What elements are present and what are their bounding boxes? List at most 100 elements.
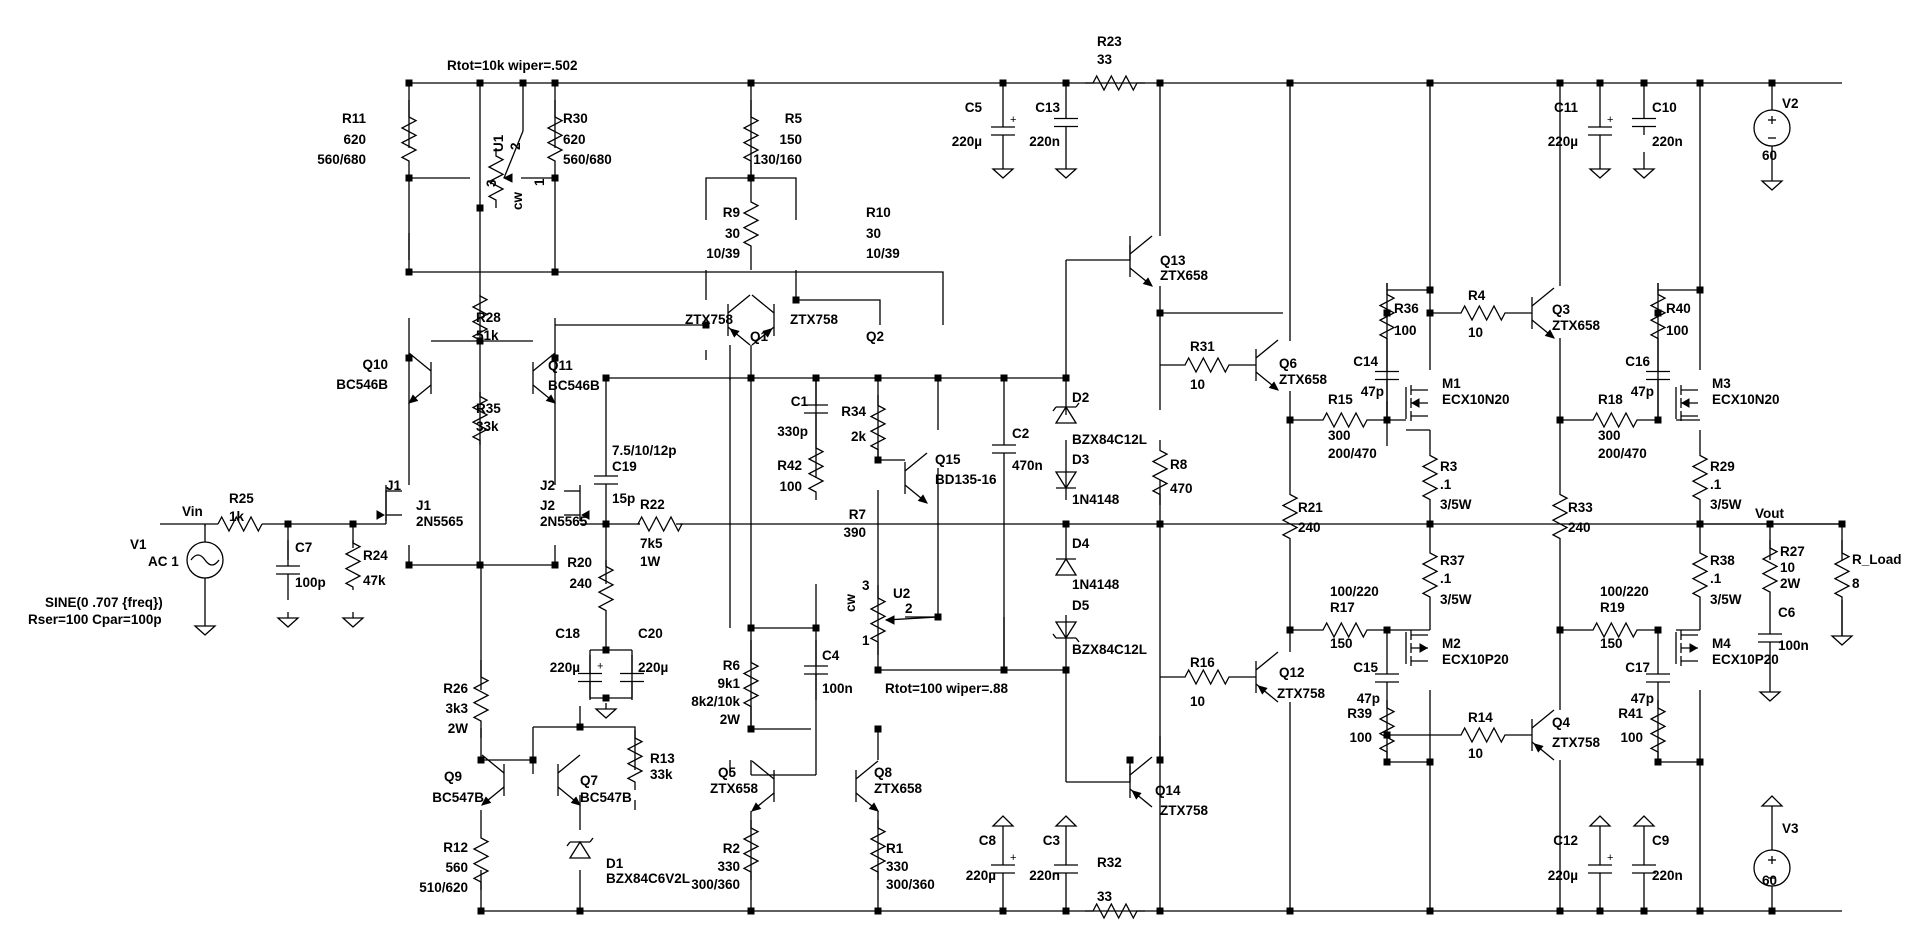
- supply-arrow-icon: [991, 815, 1015, 838]
- label-r16: R16: [1190, 655, 1215, 670]
- resistor-r15: [1320, 411, 1370, 429]
- label-q10-model: BC546B: [336, 377, 388, 392]
- label-c19-alt: 7.5/10/12p: [612, 443, 677, 458]
- capacitor-c8: +: [991, 852, 1016, 880]
- transistor-q3: [1531, 287, 1555, 339]
- junction-dot: [1556, 416, 1564, 424]
- label-r3-value-0: .1: [1440, 477, 1452, 492]
- label-m2-model: ECX10P20: [1442, 652, 1509, 667]
- label-m3-model: ECX10N20: [1712, 392, 1780, 407]
- label-d1: D1: [606, 856, 624, 871]
- capacitor-c5: +: [991, 110, 1016, 152]
- resistor-r30: [546, 100, 564, 178]
- label-m4: M4: [1712, 636, 1731, 651]
- label-q9: Q9: [444, 769, 462, 784]
- junction-dot: [812, 624, 820, 632]
- label-c5-value: 220µ: [952, 134, 982, 149]
- label-r9-value-1: 10/39: [706, 246, 740, 261]
- transistor-q9: [481, 754, 505, 806]
- label-d4-model: 1N4148: [1072, 577, 1120, 592]
- junction-dot: [405, 561, 413, 569]
- label-c9: C9: [1652, 833, 1669, 848]
- sine-icon: [190, 554, 220, 566]
- label-r-load-value-0: 8: [1852, 576, 1860, 591]
- junction-dot: [1838, 520, 1846, 528]
- label-r7-value-0: 390: [843, 525, 866, 540]
- junction-dot: [792, 296, 800, 304]
- transistor-q2: [751, 294, 775, 346]
- label-r20-value-0: 240: [569, 576, 592, 591]
- label-r27-value-0: 10: [1780, 560, 1795, 575]
- resistor-r18: [1590, 411, 1640, 429]
- label-r13-value-0: 33k: [650, 767, 673, 782]
- supply-arrow-icon: [1760, 795, 1784, 818]
- component-layer: +++++: [186, 74, 1854, 920]
- label-c17: C17: [1625, 660, 1650, 675]
- label-q2-model: ZTX758: [790, 312, 839, 327]
- label-c10-value: 220n: [1652, 134, 1683, 149]
- label-u1-pin1: 1: [532, 178, 547, 186]
- label-net-vin: Vin: [182, 504, 203, 519]
- transistor-q10: [408, 352, 432, 404]
- label-r21: R21: [1298, 500, 1323, 515]
- label-u1-name: U1: [491, 134, 506, 152]
- label-r23: R23: [1097, 34, 1122, 49]
- label-q14-model: ZTX758: [1160, 803, 1209, 818]
- junction-dot: [1426, 907, 1434, 915]
- ground-icon: [1760, 175, 1784, 191]
- label-r1-value-1: 300/360: [886, 877, 935, 892]
- label-j1-model: 2N5565: [416, 514, 464, 529]
- capacitor-c6: [1758, 626, 1782, 650]
- label-m4-model: ECX10P20: [1712, 652, 1779, 667]
- label-d1-model: BZX84C6V2L: [606, 871, 690, 886]
- label-r17-value: 150: [1330, 636, 1353, 651]
- label-r21-value-0: 240: [1298, 520, 1321, 535]
- label-r4: R4: [1468, 288, 1486, 303]
- junction-dot: [874, 907, 882, 915]
- label-q10: Q10: [362, 357, 388, 372]
- label-r39-value-0: 100: [1349, 730, 1372, 745]
- label-r2: R2: [723, 841, 740, 856]
- junction-dot: [1000, 666, 1008, 674]
- junction-dot: [576, 907, 584, 915]
- label-r24: R24: [363, 548, 388, 563]
- junction-dot: [1156, 756, 1164, 764]
- junction-dot: [405, 268, 413, 276]
- label-r27-value-1: 2W: [1780, 576, 1801, 591]
- junction-dot: [1696, 907, 1704, 915]
- junction-dot: [551, 268, 559, 276]
- label-r14: R14: [1468, 710, 1493, 725]
- label-c11: C11: [1554, 100, 1579, 115]
- junction-dot: [1126, 756, 1134, 764]
- transistor-q15: [904, 452, 928, 504]
- mosfet-m1: [1405, 385, 1428, 421]
- label-q7: Q7: [580, 773, 598, 788]
- diode-d2: [1052, 402, 1080, 424]
- label-q3: Q3: [1552, 302, 1571, 317]
- ground-icon: [276, 612, 300, 628]
- label-c3-value: 220n: [1029, 868, 1060, 883]
- resistor-r26: [472, 660, 490, 738]
- resistor-r29: [1691, 454, 1709, 501]
- label-c7: C7: [295, 540, 312, 555]
- junction-dot: [1156, 520, 1164, 528]
- capacitor-c16: [1646, 350, 1670, 401]
- wire: [409, 271, 944, 325]
- resistor-r14: [1460, 726, 1506, 744]
- label-r26-value-1: 2W: [448, 721, 469, 736]
- label-r37-value-1: 3/5W: [1440, 592, 1472, 607]
- label-r13: R13: [650, 751, 675, 766]
- junction-dot: [519, 79, 527, 87]
- label-r15-value-1: 200/470: [1328, 446, 1377, 461]
- resistor-r21: [1281, 493, 1299, 540]
- capacitor-c3: [1054, 858, 1078, 880]
- transistor-q7: [557, 754, 581, 806]
- label-r15-value-0: 300: [1328, 428, 1351, 443]
- label-c9-value: 220n: [1652, 868, 1683, 883]
- junction-dot: [1596, 907, 1604, 915]
- capacitor-c11: +: [1588, 110, 1613, 152]
- label-d5-model: BZX84C12L: [1072, 642, 1147, 657]
- ground-icon: [594, 703, 618, 719]
- junction-dot: [747, 907, 755, 915]
